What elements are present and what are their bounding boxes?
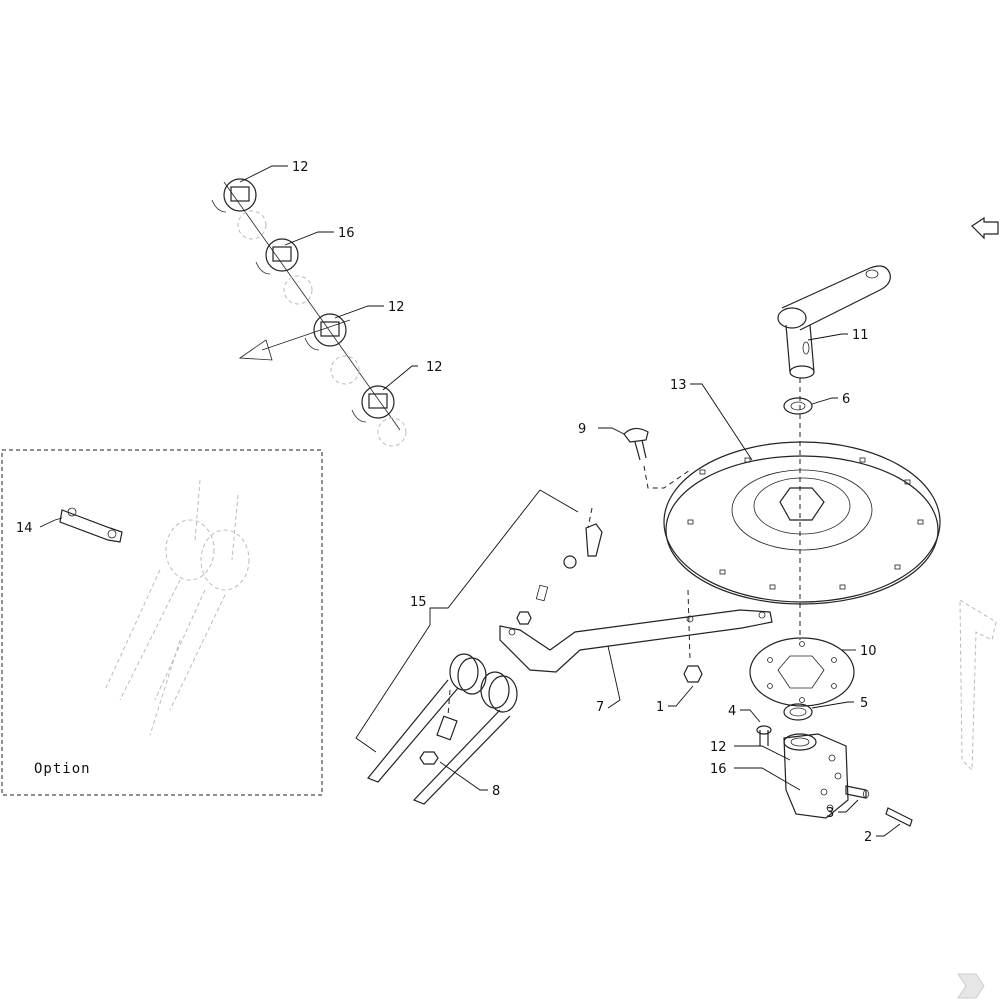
spring-tine-part-8 <box>367 653 518 805</box>
brand-logo-icon <box>957 973 985 999</box>
callout-6: 6 <box>842 392 850 407</box>
callout-14: 14 <box>16 521 33 536</box>
callout-7: 7 <box>596 700 604 715</box>
callout-16: 16 <box>710 762 727 777</box>
housing-part-12 <box>783 733 849 819</box>
tine-bolt-set <box>516 507 603 625</box>
part-15-leader <box>355 489 579 753</box>
option-label: Option <box>34 761 91 777</box>
bolt-part-9 <box>623 427 649 461</box>
ghost-tine-assembly <box>104 479 250 736</box>
callout-5: 5 <box>860 696 868 711</box>
callout-top-12b: 12 <box>388 300 405 315</box>
arm-hub-a <box>211 178 267 240</box>
pin-part-3 <box>845 785 869 799</box>
callout-2: 2 <box>864 830 872 845</box>
adjacent-part-outline <box>959 599 997 772</box>
tine-arm-part-7 <box>499 609 773 673</box>
o-ring-part-5 <box>783 703 813 721</box>
callout-11: 11 <box>852 328 869 343</box>
washer-part-6 <box>783 397 813 415</box>
pin-part-2 <box>885 807 913 827</box>
callout-9: 9 <box>578 422 586 437</box>
screw-part-4 <box>756 725 772 746</box>
bracket-part-14 <box>59 507 123 543</box>
callout-10: 10 <box>860 644 877 659</box>
arm-hub-b <box>255 238 313 305</box>
nut-part-1 <box>683 665 703 683</box>
callout-1: 1 <box>656 700 664 715</box>
callout-13: 13 <box>670 378 687 393</box>
arm-hub-d <box>351 385 407 447</box>
arrangement-overview: 12 16 12 12 <box>211 160 443 447</box>
callout-8: 8 <box>492 784 500 799</box>
callout-15: 15 <box>410 595 427 610</box>
gasket-part-10 <box>749 637 855 707</box>
view-direction-arrow-icon <box>971 216 999 240</box>
callout-top-16: 16 <box>338 226 355 241</box>
callout-12: 12 <box>710 740 727 755</box>
arm-hub-c <box>304 313 360 385</box>
callout-4: 4 <box>728 704 736 719</box>
option-box: 14 Option <box>1 449 323 796</box>
callout-top-12c: 12 <box>426 360 443 375</box>
disc-part-13 <box>663 441 941 605</box>
callout-3: 3 <box>826 806 834 821</box>
callout-top-12a: 12 <box>292 160 309 175</box>
shaft-arm-part-11 <box>777 265 891 379</box>
